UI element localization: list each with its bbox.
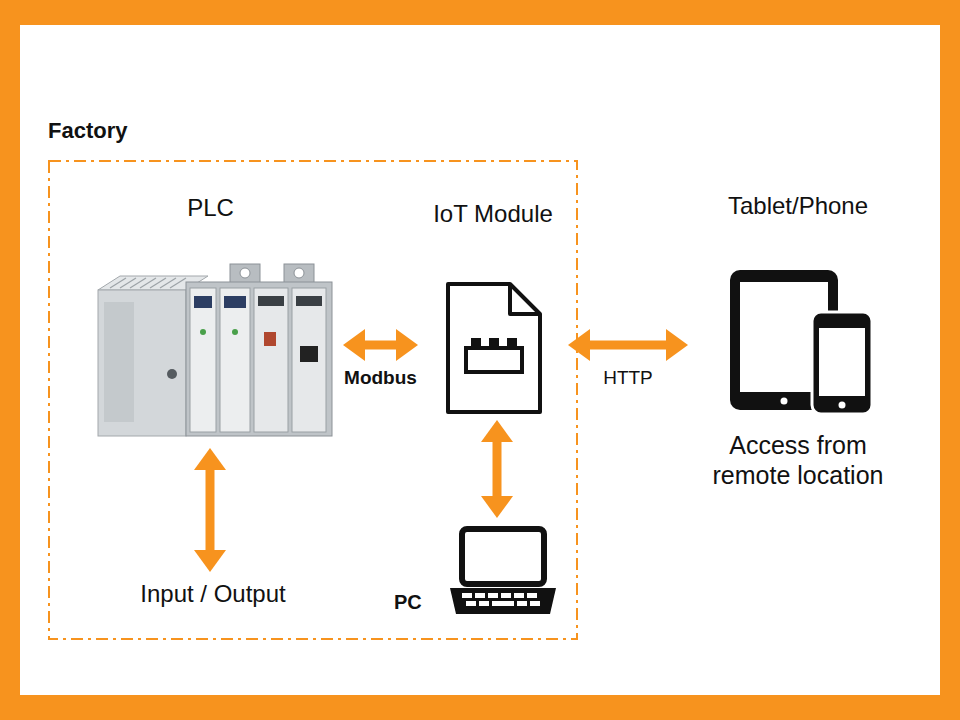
laptop-icon-part [466, 601, 476, 606]
laptop-icon-part [462, 529, 544, 584]
plc-illustration-part [200, 329, 206, 335]
arrow-shaft [363, 341, 398, 350]
plc-illustration-part [167, 369, 177, 379]
laptop-icon-part [488, 593, 498, 598]
iot-module-node: IoT Module [418, 196, 568, 420]
node-label: IoT Module [418, 200, 568, 229]
plc-node: PLC [78, 190, 343, 448]
plc-illustration-part [120, 278, 136, 288]
tablet-phone-icon-part [819, 328, 865, 396]
plc-illustration-part [194, 296, 212, 308]
io-node: Input / Output [118, 572, 308, 616]
laptop-icon-part [514, 593, 524, 598]
double-arrow [568, 329, 688, 361]
plc-illustration-part [104, 302, 134, 422]
plc-illustration-part [140, 278, 156, 288]
iot-module-icon [444, 280, 544, 416]
plc-illustration-part [258, 296, 284, 306]
node-caption: Access from remote location [688, 430, 908, 490]
region-outline [49, 161, 577, 639]
arrow-head [396, 329, 418, 361]
laptop-icon-part [462, 593, 540, 606]
tablet-phone-icon-part [839, 402, 846, 409]
node-label: PC [394, 590, 422, 614]
tablet-phone-icon-part [781, 398, 788, 405]
arrow-head [194, 550, 226, 572]
plc-illustration-part [284, 264, 314, 284]
laptop-icon-part [492, 601, 514, 606]
plc-illustration-part [296, 296, 322, 306]
iot-module-icon-part [471, 338, 481, 348]
arrow-shaft [493, 440, 502, 498]
arrow-head [343, 329, 365, 361]
plc-illustration-part [110, 278, 186, 288]
laptop-icon-part [517, 601, 527, 606]
arrow-head [194, 448, 226, 470]
protocol-label: HTTP [600, 367, 656, 389]
plc-illustration-part [190, 288, 216, 432]
plc-illustration-part [254, 288, 288, 432]
plc-illustration-part [230, 264, 260, 284]
plc-illustration-part [186, 282, 332, 436]
arrow-head [666, 329, 688, 361]
plc-illustration-part [110, 278, 126, 288]
laptop-icon [448, 524, 558, 616]
plc-illustration-part [98, 290, 186, 436]
iot-module-icon-part [510, 284, 540, 314]
laptop-icon-part [501, 593, 511, 598]
pc-node: PC [392, 518, 562, 620]
laptop-icon-part [450, 588, 556, 614]
tablet-phone-icon [726, 266, 876, 416]
arrow-head [481, 420, 513, 442]
region-heading: Factory [48, 118, 127, 144]
arrow-shaft [206, 468, 215, 552]
plc-illustration-part [170, 278, 186, 288]
plc-illustration-part [160, 278, 176, 288]
plc-illustration-part [232, 329, 238, 335]
protocol-label: Modbus [341, 367, 420, 389]
node-label: PLC [78, 194, 343, 223]
laptop-icon-part [475, 593, 485, 598]
iot-module-icon-part [489, 338, 499, 348]
double-arrow [343, 329, 418, 361]
double-arrow [481, 420, 513, 518]
remote-device-node: Tablet/PhoneAccess from remote location [688, 188, 908, 506]
arrow-head [568, 329, 590, 361]
plc-illustration-part [292, 288, 326, 432]
arrow-shaft [588, 341, 668, 350]
plc-illustration-part [130, 278, 146, 288]
double-arrow [194, 448, 226, 572]
laptop-icon-part [530, 601, 540, 606]
arrow-head [481, 496, 513, 518]
iot-module-icon-part [507, 338, 517, 348]
plc-illustration-part [150, 278, 166, 288]
node-label: Tablet/Phone [688, 192, 908, 221]
plc-illustration-part [294, 268, 304, 278]
plc-illustration-part [224, 296, 246, 308]
plc-illustration-part [300, 346, 318, 362]
plc-illustration-part [220, 288, 250, 432]
plc-illustration-part [240, 268, 250, 278]
laptop-icon-part [479, 601, 489, 606]
laptop-icon-part [527, 593, 537, 598]
factory-region: FactoryPLCIoT ModuleInput / OutputPC [48, 160, 578, 640]
laptop-icon-part [462, 593, 472, 598]
iot-module-icon-part [448, 284, 540, 412]
tablet-phone-icon-part [812, 312, 872, 414]
plc-illustration [80, 262, 340, 442]
plc-illustration-part [264, 332, 276, 346]
iot-module-icon-part [466, 348, 522, 372]
node-label: Input / Output [118, 580, 308, 609]
